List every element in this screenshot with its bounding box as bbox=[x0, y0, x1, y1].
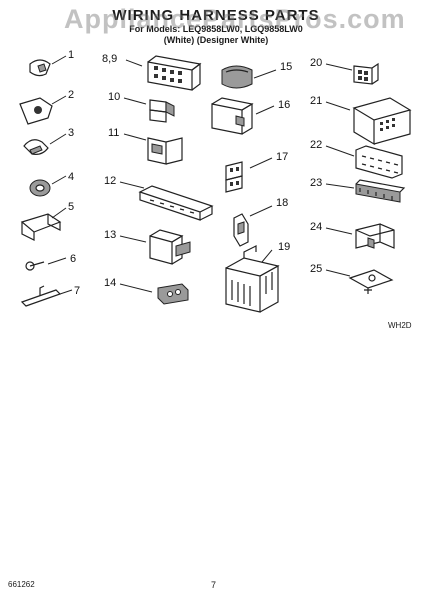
page-header: WIRING HARNESS PARTS For Models: LEQ9858… bbox=[0, 8, 432, 46]
part-3-connector: 3 bbox=[23, 127, 74, 155]
part-14-plug: 14 bbox=[104, 277, 189, 305]
part-19-block: 19 bbox=[225, 241, 290, 313]
callout-23: 23 bbox=[310, 177, 322, 189]
callout-25: 25 bbox=[310, 263, 322, 275]
document-number: 661262 bbox=[8, 580, 35, 589]
part-12-housing: 12 bbox=[104, 175, 214, 221]
callout-19: 19 bbox=[278, 241, 290, 253]
callout-13: 13 bbox=[104, 229, 116, 241]
callout-11: 11 bbox=[108, 127, 119, 139]
diagram-code: WH2D bbox=[388, 321, 412, 330]
part-13-connector: 13 bbox=[104, 229, 191, 265]
callout-2: 2 bbox=[68, 89, 74, 101]
callout-6: 6 bbox=[70, 253, 76, 265]
part-2-clamp: 2 bbox=[19, 89, 74, 125]
callout-17: 17 bbox=[276, 151, 288, 163]
part-6-screw: 6 bbox=[25, 253, 76, 271]
part-21-housing: 21 bbox=[310, 95, 412, 146]
part-25-plate: 25 bbox=[310, 263, 394, 294]
part-1-clip: 1 bbox=[29, 49, 74, 77]
callout-21: 21 bbox=[310, 95, 322, 107]
callout-15: 15 bbox=[280, 61, 292, 73]
callout-14: 14 bbox=[104, 277, 116, 289]
part-8-9-housing: 8,9 bbox=[102, 53, 202, 91]
part-20-connector: 20 bbox=[310, 57, 379, 85]
callout-1: 1 bbox=[68, 49, 74, 61]
callout-3: 3 bbox=[68, 127, 74, 139]
callout-22: 22 bbox=[310, 139, 322, 151]
part-16-connector: 16 bbox=[211, 97, 290, 135]
callout-7: 7 bbox=[74, 285, 80, 297]
callout-10: 10 bbox=[108, 91, 120, 103]
callout-24: 24 bbox=[310, 221, 322, 233]
models-line: For Models: LEQ9858LW0, LGQ9858LW0 bbox=[129, 24, 303, 34]
callout-5: 5 bbox=[68, 201, 74, 213]
callout-12: 12 bbox=[104, 175, 116, 187]
part-11-connector: 11 bbox=[108, 127, 183, 165]
callout-8-9: 8,9 bbox=[102, 53, 117, 65]
part-10-connector: 10 bbox=[108, 91, 175, 123]
callout-4: 4 bbox=[68, 171, 74, 183]
part-23-terminal-block: 23 bbox=[310, 177, 406, 203]
part-15-sleeve: 15 bbox=[221, 61, 292, 89]
callout-16: 16 bbox=[278, 99, 290, 111]
part-7-strap: 7 bbox=[20, 285, 80, 307]
page-title: WIRING HARNESS PARTS bbox=[112, 7, 320, 24]
part-4-grommet: 4 bbox=[29, 171, 74, 197]
callout-18: 18 bbox=[276, 197, 288, 209]
part-5-bracket: 5 bbox=[20, 201, 74, 241]
callout-20: 20 bbox=[310, 57, 322, 69]
part-18-clip: 18 bbox=[233, 197, 288, 247]
page-number: 7 bbox=[211, 580, 217, 590]
color-line: (White) (Designer White) bbox=[163, 35, 269, 45]
part-22-housing: 22 bbox=[310, 139, 403, 179]
part-24-bracket: 24 bbox=[310, 221, 395, 249]
part-17-terminal: 17 bbox=[225, 151, 288, 193]
